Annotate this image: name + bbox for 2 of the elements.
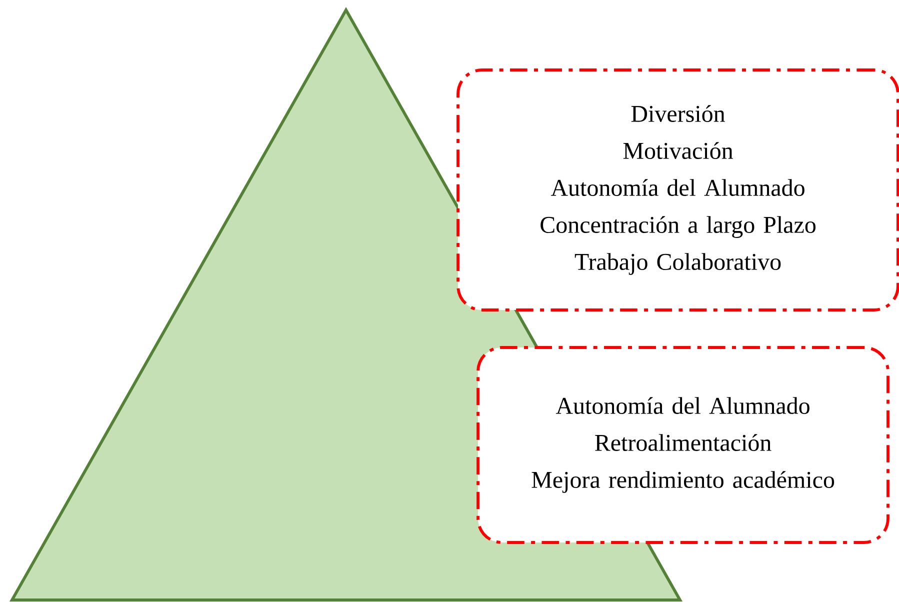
text-box: Diversión Motivación Autonomía del Alumnado Concentración a largo Plazo Trabajo Colaborativo	[456, 68, 899, 312]
text-box: Autonomía del Alumnado Retroalimentación Mejora rendimiento académico	[476, 346, 890, 544]
